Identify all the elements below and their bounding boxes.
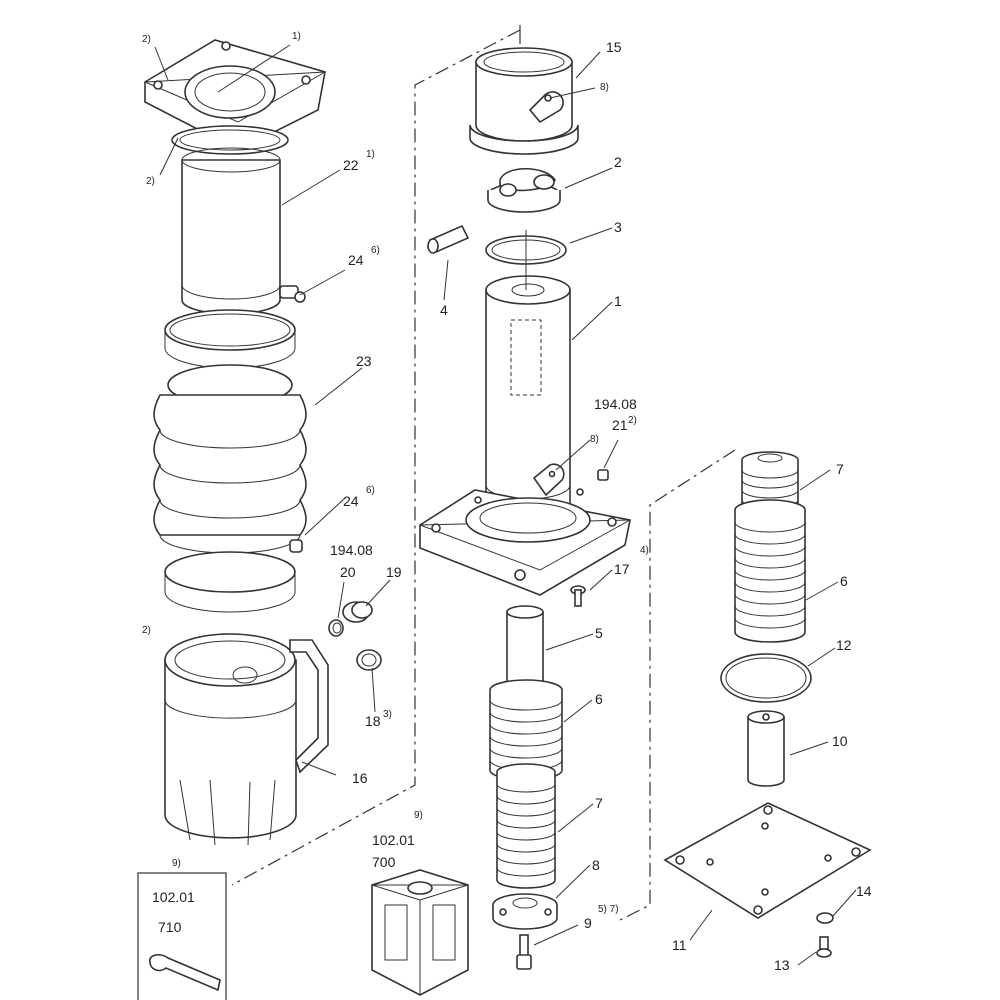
spring-guide-right-part — [747, 710, 785, 787]
tool-ref-label: 102.01 — [372, 832, 415, 848]
callout-13: 13 — [774, 957, 790, 973]
piston-crown-part — [487, 168, 561, 213]
o-ring-part — [720, 653, 812, 703]
note-flange-center: 1) — [292, 31, 301, 42]
note-cup-left: 2) — [142, 625, 151, 636]
wrench-number-label: 710 — [158, 919, 182, 935]
callout-14: 14 — [856, 883, 872, 899]
note-sleeve: 8) — [600, 82, 609, 93]
flange-ring-part — [171, 125, 289, 155]
callout-24-lower: 24 — [343, 493, 359, 509]
center-axis-line — [231, 25, 521, 886]
note-tool-box: 9) — [414, 810, 423, 821]
lower-cup-part — [164, 633, 329, 846]
leader-lines — [154, 44, 857, 966]
callout-1: 1 — [614, 293, 622, 309]
note-flange-left: 2) — [142, 34, 151, 45]
spring-outer-right-part — [734, 499, 806, 643]
callout-12: 12 — [836, 637, 852, 653]
note-wrench-box: 9) — [172, 858, 181, 869]
piston-pin-part — [427, 224, 470, 254]
callout-17-note: 4) — [640, 545, 649, 556]
callout-6-center: 6 — [595, 691, 603, 707]
callout-3: 3 — [614, 219, 622, 235]
kit-label-upper: 194.08 — [594, 396, 637, 412]
spring-inner-center-part — [496, 763, 556, 889]
grease-nipple-part — [597, 469, 609, 481]
callout-4: 4 — [440, 302, 448, 318]
assembly-tool-part — [371, 869, 469, 996]
callout-10: 10 — [832, 733, 848, 749]
seal-ring-part — [328, 619, 344, 637]
bellows-clamp-lower — [164, 551, 296, 613]
callout-2: 2 — [614, 154, 622, 170]
guide-sleeve-part — [469, 47, 579, 155]
callout-22: 22 — [343, 157, 359, 173]
callout-23: 23 — [356, 353, 372, 369]
wrench-tool-part — [149, 953, 221, 992]
washer-part — [816, 912, 834, 924]
callout-24-lower-note: 6) — [366, 485, 375, 496]
note-lock-plate: 8) — [590, 434, 599, 445]
callout-20: 20 — [340, 564, 356, 580]
callout-18: 18 — [365, 713, 381, 729]
inspection-plug-part — [356, 649, 382, 671]
wrench-ref-label: 102.01 — [152, 889, 195, 905]
callout-24-upper-note: 6) — [371, 245, 380, 256]
tube-lock-plate-part — [532, 463, 565, 497]
note-ring-left: 2) — [146, 176, 155, 187]
callout-5: 5 — [595, 625, 603, 641]
callout-21-note: 2) — [628, 415, 637, 426]
callout-9: 9 — [584, 915, 592, 931]
spring-foot-part — [492, 893, 558, 930]
callout-22-note: 1) — [366, 149, 375, 160]
callout-7-center: 7 — [595, 795, 603, 811]
tool-number-label: 700 — [372, 854, 396, 870]
callout-24-upper: 24 — [348, 252, 364, 268]
clamp-screw-upper — [279, 285, 306, 303]
plug-screw-part — [342, 601, 373, 623]
guide-tube-part — [181, 147, 281, 315]
callout-8: 8 — [592, 857, 600, 873]
piston-base-plate-part — [419, 488, 631, 596]
right-axis-line — [619, 449, 736, 921]
callout-17: 17 — [614, 561, 630, 577]
callout-9-note: 5) 7) — [598, 904, 619, 915]
callout-7-right: 7 — [836, 461, 844, 477]
foot-screw-part — [516, 934, 532, 970]
callout-18-note: 3) — [383, 709, 392, 720]
kit-label-lower: 194.08 — [330, 542, 373, 558]
callout-15: 15 — [606, 39, 622, 55]
callout-11: 11 — [672, 937, 687, 953]
clamp-screw-lower — [289, 539, 303, 553]
callout-21: 21 — [612, 417, 628, 433]
callout-16: 16 — [352, 770, 368, 786]
base-cover-plate-part — [663, 802, 872, 919]
callout-6-right: 6 — [840, 573, 848, 589]
callout-19: 19 — [386, 564, 402, 580]
bellows-part — [153, 364, 307, 554]
base-screw-part — [570, 585, 586, 607]
bellows-clamp-upper — [164, 309, 296, 369]
plate-screw-part — [816, 936, 832, 958]
